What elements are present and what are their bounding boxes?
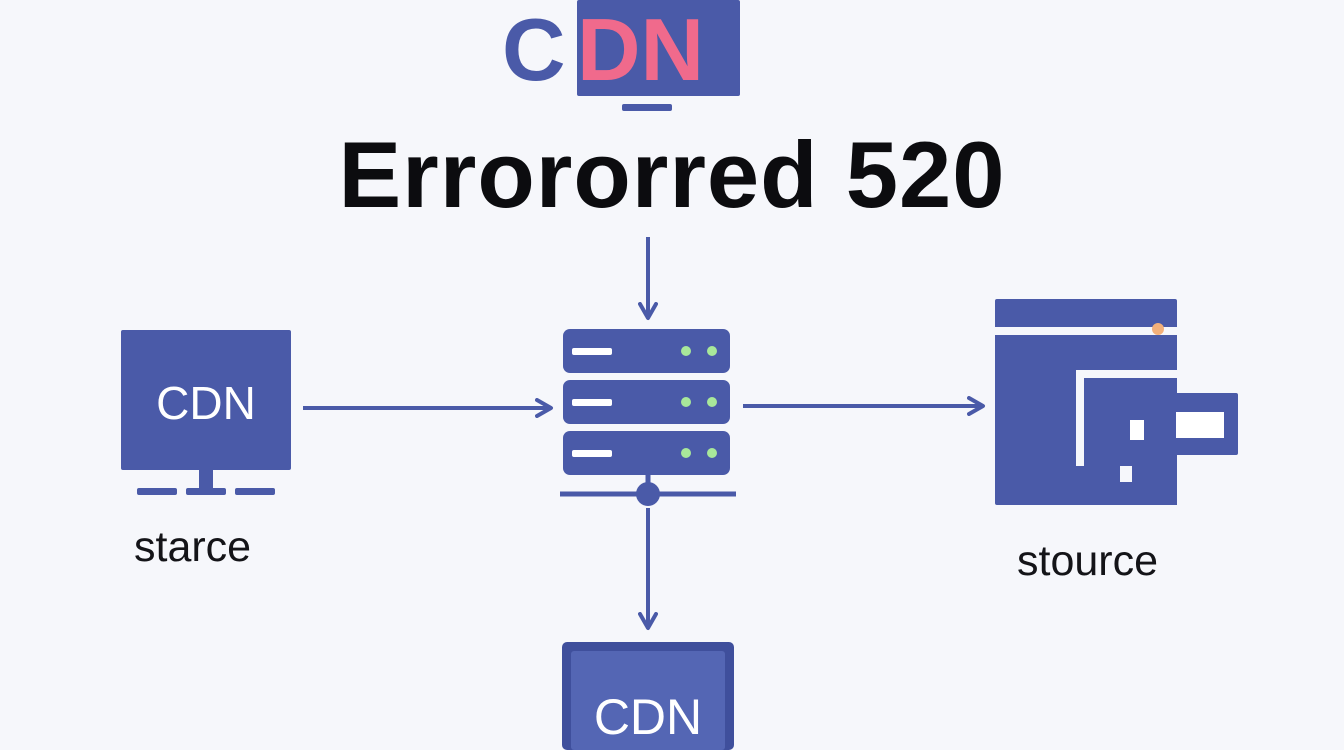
server-network-node (636, 482, 660, 506)
server-unit-3-led-1 (681, 448, 691, 458)
left-monitor-base-1 (137, 488, 177, 495)
server-unit-3-led-2 (707, 448, 717, 458)
left-monitor-base-3 (235, 488, 275, 495)
source-window-icon (995, 299, 1238, 505)
source-window-front-block (1130, 420, 1144, 440)
left-cdn-monitor: CDN (121, 330, 291, 495)
server-unit-1 (563, 329, 730, 373)
left-monitor-base-2 (186, 488, 226, 495)
left-monitor-screen (121, 330, 291, 470)
logo-text-c: C (502, 0, 566, 99)
server-unit-1-led-2 (707, 346, 717, 356)
source-window-front (1086, 393, 1238, 455)
server-stack (560, 329, 736, 506)
server-unit-3-slot (572, 450, 612, 457)
logo-monitor-base (622, 104, 672, 111)
server-unit-3 (563, 431, 730, 475)
source-window-dot (1152, 323, 1164, 335)
bottom-monitor-label: CDN (594, 689, 702, 745)
right-node-caption: stource (1017, 537, 1159, 585)
bottom-cdn-monitor: CDN (562, 642, 734, 750)
server-unit-1-led-1 (681, 346, 691, 356)
server-unit-2-led-2 (707, 397, 717, 407)
cdn-logo: C DN (502, 0, 740, 111)
left-monitor-label: CDN (156, 377, 256, 429)
logo-monitor-screen (577, 0, 740, 96)
source-window-titlebar-line (995, 327, 1177, 335)
server-unit-1-slot (572, 348, 612, 355)
source-window-gap-h (1076, 370, 1177, 378)
left-monitor-stand (199, 470, 213, 488)
page-title: Errororred 520 (338, 122, 1006, 227)
source-window-front-field (1176, 412, 1224, 438)
source-window-gap-v (1076, 370, 1084, 505)
left-node-caption: starce (134, 523, 252, 571)
server-unit-2-slot (572, 399, 612, 406)
server-unit-2-led-1 (681, 397, 691, 407)
source-window-lower (1062, 466, 1177, 505)
bottom-monitor-screen (571, 651, 725, 750)
source-window-lower-cut (1120, 466, 1132, 482)
server-unit-2 (563, 380, 730, 424)
logo-text-dn: DN (577, 0, 704, 99)
